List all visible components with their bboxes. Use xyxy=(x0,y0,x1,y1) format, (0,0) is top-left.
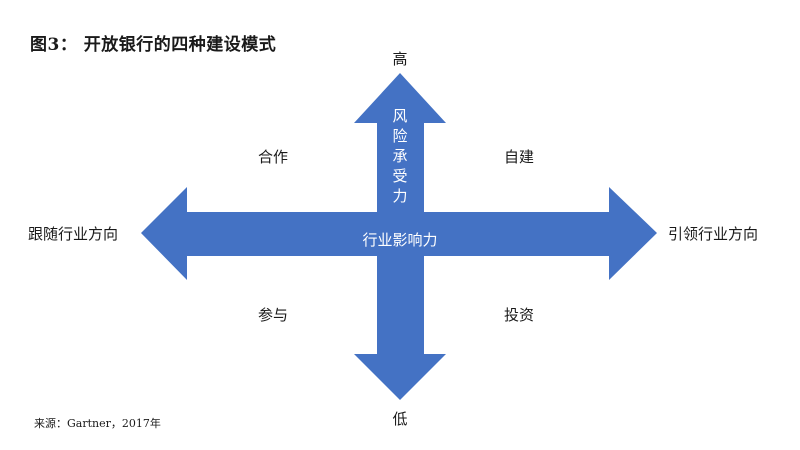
quadrant-top-right: 自建 xyxy=(504,148,535,166)
horizontal-axis-label: 行业影响力 xyxy=(362,231,438,249)
axis-top-label: 高 xyxy=(392,50,408,68)
page-title: 图3： 开放银行的四种建设模式 xyxy=(30,35,277,55)
quadrant-top-left: 合作 xyxy=(258,148,289,166)
axis-left-label: 跟随行业方向 xyxy=(28,225,119,243)
vertical-axis-label: 风险承受力 xyxy=(392,107,408,205)
axis-bottom-label: 低 xyxy=(392,410,408,428)
quadrant-bottom-right: 投资 xyxy=(504,306,535,324)
quadrant-bottom-left: 参与 xyxy=(258,306,289,324)
source-note: 来源：Gartner，2017年 xyxy=(34,417,161,430)
axis-right-label: 引领行业方向 xyxy=(668,225,759,243)
cross-arrow-shape xyxy=(141,73,657,400)
